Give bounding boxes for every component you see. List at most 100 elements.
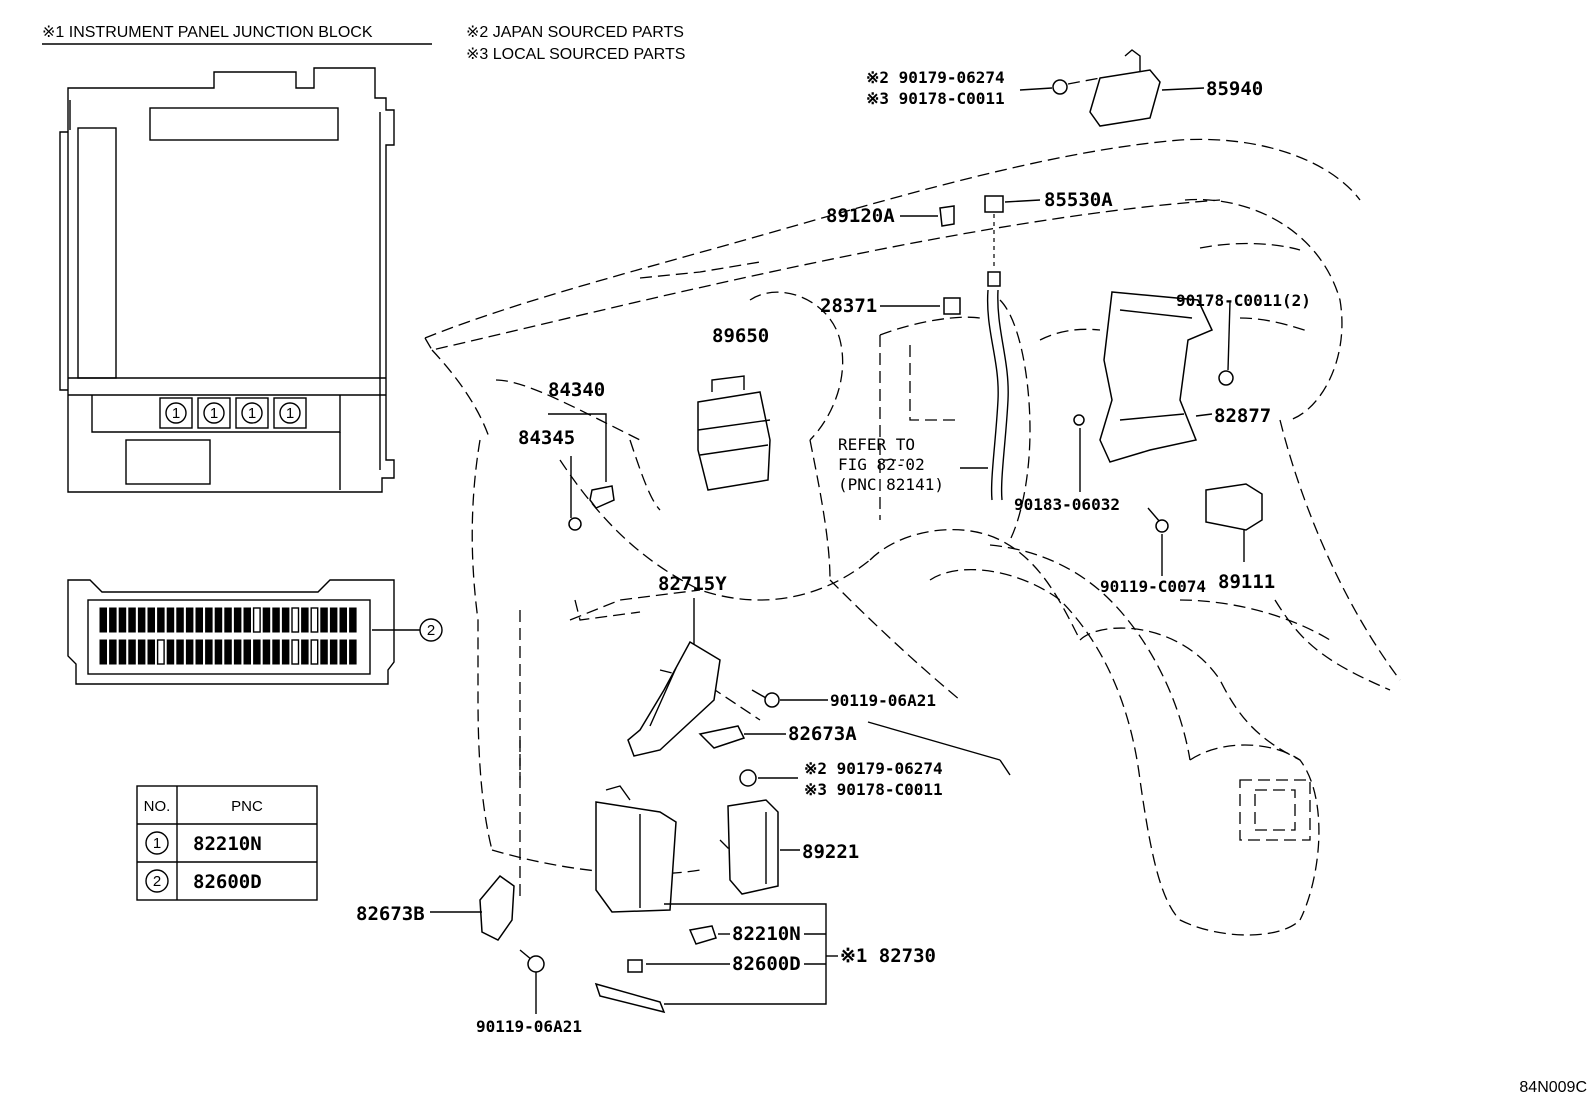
- label-90178-c0011-mid: ※3 90178-C0011: [804, 780, 943, 799]
- table-row-pnc: 82210N: [193, 833, 262, 855]
- callout-1: 1: [172, 405, 180, 422]
- label-85940: 85940: [1206, 78, 1263, 100]
- connector-pin: [156, 639, 165, 665]
- part-90119-06a21-bolt: [751, 689, 780, 708]
- part-82673b-bracket: [479, 874, 515, 941]
- callout-1: 1: [286, 405, 294, 422]
- note-local-sourced: ※3 LOCAL SOURCED PARTS: [466, 46, 685, 63]
- label-82600d: 82600D: [732, 953, 801, 975]
- label-82730: ※1 82730: [840, 945, 936, 967]
- label-90119-c0074: 90119-C0074: [1100, 577, 1206, 596]
- part-85530a-connector: [984, 195, 1004, 287]
- connector-pin: [109, 607, 117, 633]
- part-89111-module: [1205, 483, 1263, 531]
- table-header-no: NO.: [144, 798, 171, 815]
- table-row-circle: [145, 831, 169, 855]
- label-82673b: 82673B: [356, 903, 425, 925]
- connector-pin: [99, 607, 107, 633]
- part-82210n-fuse: [688, 925, 717, 945]
- connector-pins: [99, 607, 357, 665]
- connector-pin: [233, 639, 242, 665]
- connector-block-view: [67, 579, 395, 685]
- note-japan-sourced: ※2 JAPAN SOURCED PARTS: [466, 24, 684, 41]
- label-82877: 82877: [1214, 405, 1271, 427]
- connector-pin: [272, 639, 280, 665]
- label-82673a: 82673A: [788, 723, 857, 745]
- connector-pin: [166, 607, 175, 633]
- part-84340-switch: [589, 485, 615, 509]
- label-89111: 89111: [1218, 571, 1275, 593]
- connector-pin: [128, 639, 136, 665]
- connector-pin: [262, 639, 271, 665]
- connector-pin: [195, 639, 203, 665]
- part-82600d-relay: [627, 959, 643, 973]
- connector-pin: [99, 639, 107, 665]
- connector-pin: [320, 639, 328, 665]
- connector-pin: [185, 607, 194, 633]
- callout-1: 1: [248, 405, 256, 422]
- wire-harness: [986, 289, 999, 501]
- connector-pin: [147, 639, 155, 665]
- connector-pin: [243, 639, 251, 665]
- label-89221: 89221: [802, 841, 859, 863]
- connector-pin: [185, 639, 194, 665]
- connector-pin: [281, 639, 290, 665]
- label-84345: 84345: [518, 427, 575, 449]
- callout-circle: [279, 402, 301, 424]
- wire-harness: [997, 289, 1009, 501]
- leader-lines: [430, 77, 1245, 1014]
- part-82730-junction-block: [595, 785, 677, 913]
- connector-pin: [214, 607, 223, 633]
- connector-pin: [147, 607, 155, 633]
- connector-pin: [253, 639, 261, 665]
- connector-pin: [205, 607, 213, 633]
- label-90178-c0011-top: ※3 90178-C0011: [866, 89, 1005, 108]
- connector-pin: [118, 639, 127, 665]
- label-90179-06274-top: ※2 90179-06274: [866, 68, 1005, 87]
- part-89650-sensor: [697, 375, 771, 491]
- connector-pin: [349, 607, 357, 633]
- connector-pin: [176, 607, 184, 633]
- connector-pin: [243, 607, 251, 633]
- connector-pin: [291, 639, 300, 665]
- table-row-pnc: 82600D: [193, 871, 262, 893]
- label-90179-06274-mid: ※2 90179-06274: [804, 759, 943, 778]
- part-89221-ecu: [727, 799, 779, 895]
- table-header-pnc: PNC: [231, 798, 263, 815]
- connector-pin: [157, 607, 165, 633]
- connector-pin: [224, 607, 232, 633]
- connector-pin: [339, 639, 347, 665]
- part-84345-screw: [568, 517, 582, 531]
- part-90119-c0074-bolt: [1147, 507, 1169, 533]
- part-82715y-bracket: [627, 640, 721, 757]
- part-28371-relay: [943, 297, 961, 315]
- callout-2: 2: [427, 622, 435, 639]
- refer-line-1: REFER TO: [838, 435, 915, 454]
- connector-pin: [137, 639, 146, 665]
- connector-pin: [176, 639, 184, 665]
- connector-pin: [233, 607, 242, 633]
- label-85530a: 85530A: [1044, 189, 1113, 211]
- connector-pin: [224, 639, 232, 665]
- table-row-circle: [145, 869, 169, 893]
- connector-pin: [214, 639, 223, 665]
- connector-pin: [301, 639, 309, 665]
- part-82673a-bracket: [698, 725, 746, 749]
- connector-pin: [310, 639, 319, 665]
- connector-pin: [118, 607, 127, 633]
- callout-circle: [165, 402, 187, 424]
- connector-pin: [329, 607, 338, 633]
- label-89650: 89650: [712, 325, 769, 347]
- figure-id: 84N009C: [1519, 1079, 1587, 1096]
- callout-circle: [203, 402, 225, 424]
- connector-pin: [329, 639, 338, 665]
- connector-pin: [272, 607, 280, 633]
- callout-circle: [241, 402, 263, 424]
- pnc-table: [136, 785, 318, 901]
- label-90178-c0011-2: 90178-C0011(2): [1176, 291, 1311, 310]
- callout-1: 1: [210, 405, 218, 422]
- connector-pin: [349, 639, 357, 665]
- connector-pin: [252, 607, 261, 633]
- label-89120a: 89120A: [826, 205, 895, 227]
